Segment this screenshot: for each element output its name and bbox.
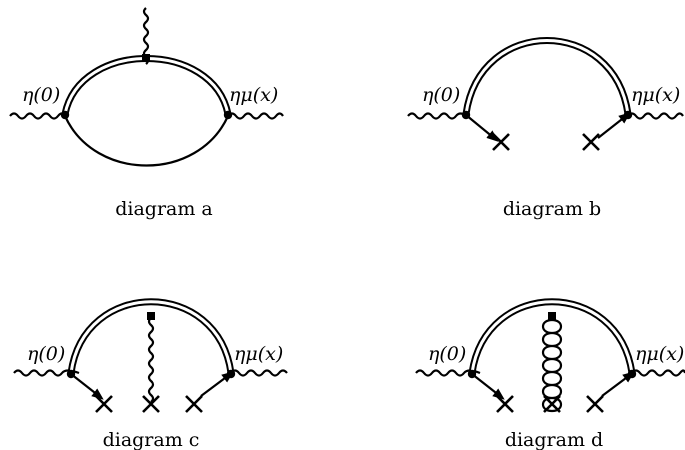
vertex [461, 110, 471, 120]
eta-mu-x-label: ημ(x) [229, 84, 278, 106]
condensate-cross-left [95, 395, 113, 413]
diagram-b: η(0) ημ(x) diagram b [407, 37, 684, 220]
diagram-a: η(0) ημ(x) diagram a [9, 7, 284, 220]
eta-0-label: η(0) [428, 343, 466, 365]
external-photon-right [227, 112, 284, 120]
condensate-cross-right [586, 395, 604, 413]
condensate-cross-middle [543, 395, 561, 413]
condensate-cross-right [582, 133, 600, 151]
external-photon-left [407, 112, 467, 120]
vertex [623, 110, 633, 120]
vertex [548, 312, 556, 320]
quark-line-left [70, 373, 104, 400]
condensate-cross-middle [142, 395, 160, 413]
diagram-c: η(0) ημ(x) diagram c [13, 298, 288, 450]
eta-0-label: η(0) [27, 343, 65, 365]
eta-0-label: η(0) [422, 84, 460, 106]
quark-line-left [465, 114, 499, 142]
external-photon-right [230, 369, 288, 377]
quark-line-right [597, 112, 631, 139]
vertex [60, 110, 70, 120]
heavy-propagator-top [61, 55, 232, 115]
eta-mu-x-label: ημ(x) [234, 343, 283, 365]
vertex [627, 369, 637, 379]
external-photon-left [13, 369, 80, 377]
eta-mu-x-label: ημ(x) [635, 343, 684, 365]
vertex [147, 312, 155, 320]
external-photon-right [627, 112, 684, 120]
diagram-caption: diagram c [103, 429, 200, 450]
vertex [66, 369, 76, 379]
quark-line-right [601, 371, 635, 397]
quark-line-left [471, 373, 505, 400]
condensate-cross-left [496, 395, 514, 413]
eta-mu-x-label: ημ(x) [631, 84, 680, 106]
gluon-line [541, 318, 563, 413]
eta-0-label: η(0) [22, 84, 60, 106]
external-photon-left [9, 112, 66, 120]
vertex [467, 369, 477, 379]
photon-line [147, 317, 155, 403]
vertex [142, 54, 150, 62]
condensate-cross-right [185, 395, 203, 413]
quark-line-right [200, 371, 234, 397]
heavy-propagator-top [462, 37, 632, 115]
diagram-d: η(0) ημ(x) diagram d [415, 298, 685, 450]
vertex [223, 110, 233, 120]
diagram-caption: diagram d [505, 429, 603, 450]
light-propagator-bottom [63, 115, 230, 167]
condensate-cross-left [492, 133, 510, 151]
external-photon-left [415, 369, 481, 377]
external-photon-right [631, 369, 685, 377]
diagram-caption: diagram a [115, 198, 213, 220]
diagram-caption: diagram b [503, 198, 601, 220]
vertex [226, 369, 236, 379]
